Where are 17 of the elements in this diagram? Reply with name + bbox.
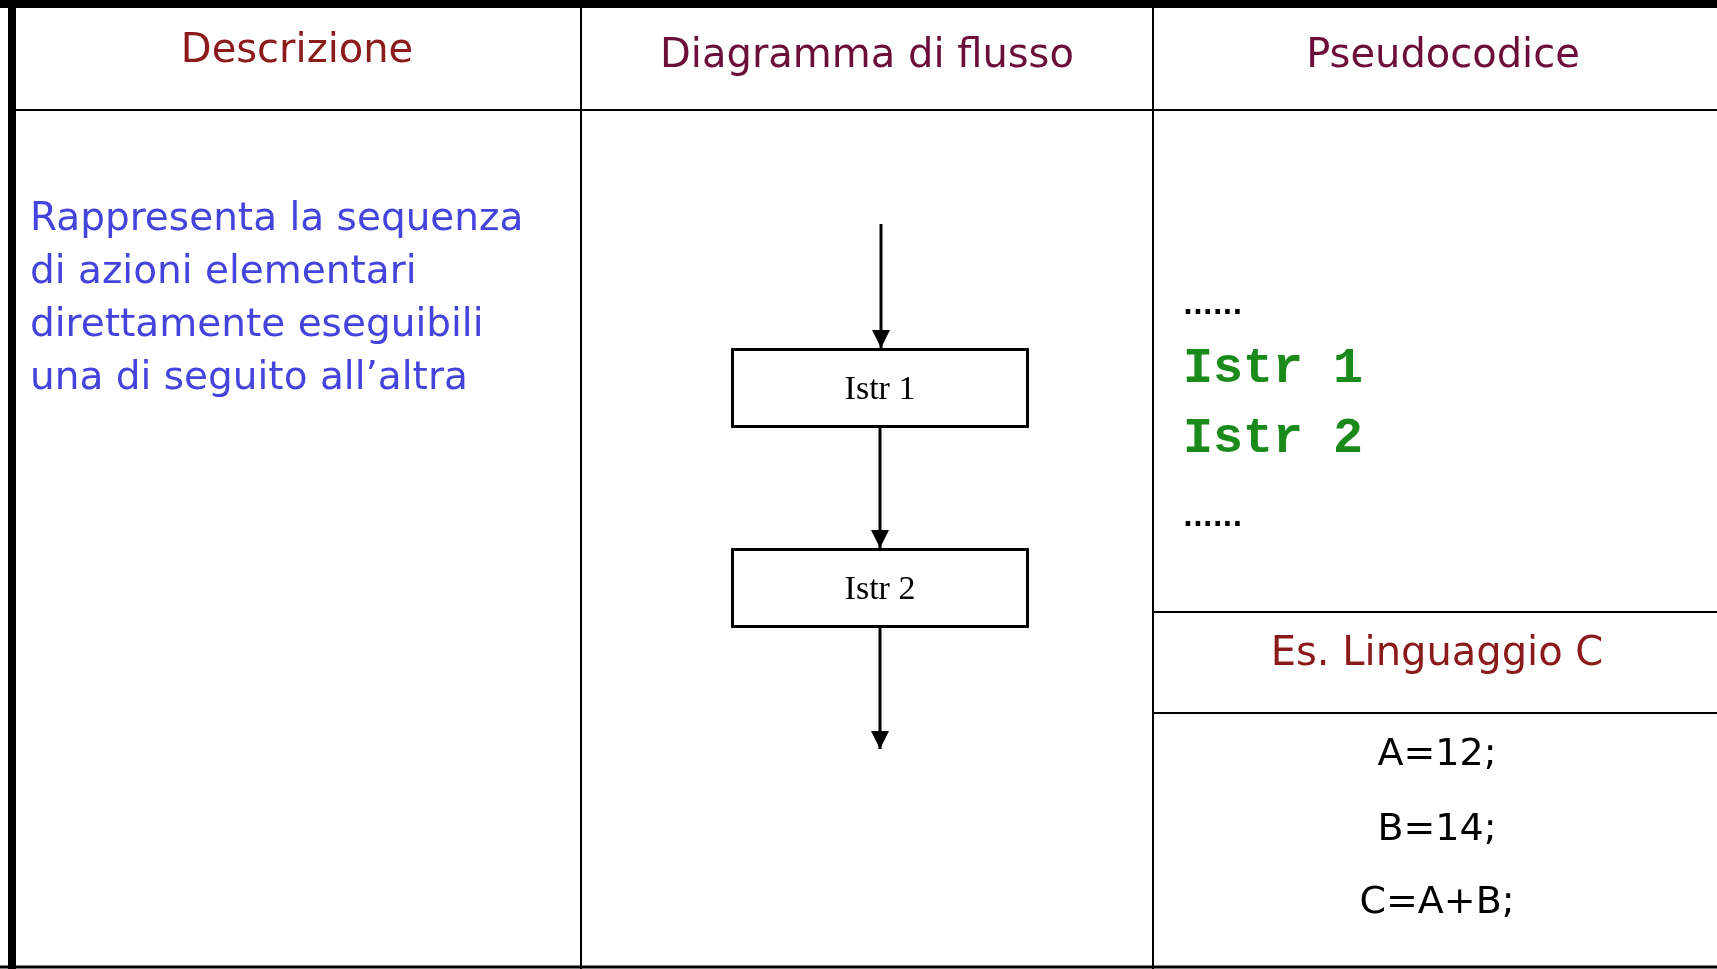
- code-line: A=12;: [1377, 730, 1497, 774]
- ellipsis: ......: [1183, 290, 1243, 320]
- code-line: B=14;: [1377, 805, 1497, 849]
- process-box: Istr 2: [731, 548, 1029, 628]
- description-text: Rappresenta la sequenza di azioni elementari direttamente eseguibili una di seguito all’altra: [30, 193, 525, 400]
- code-line: Istr 1: [1183, 340, 1364, 397]
- column-header: Pseudocodice: [1306, 30, 1580, 76]
- code-line: Istr 2: [1183, 410, 1364, 467]
- process-box: Istr 1: [731, 348, 1029, 428]
- column-header: Diagramma di flusso: [660, 30, 1074, 76]
- section-heading: Es. Linguaggio C: [1270, 628, 1604, 674]
- arrow: [871, 428, 889, 548]
- code-line: C=A+B;: [1359, 878, 1515, 922]
- arrow: [872, 224, 890, 348]
- column-header: Descrizione: [180, 25, 414, 71]
- arrow: [871, 628, 889, 749]
- ellipsis: ......: [1183, 502, 1243, 532]
